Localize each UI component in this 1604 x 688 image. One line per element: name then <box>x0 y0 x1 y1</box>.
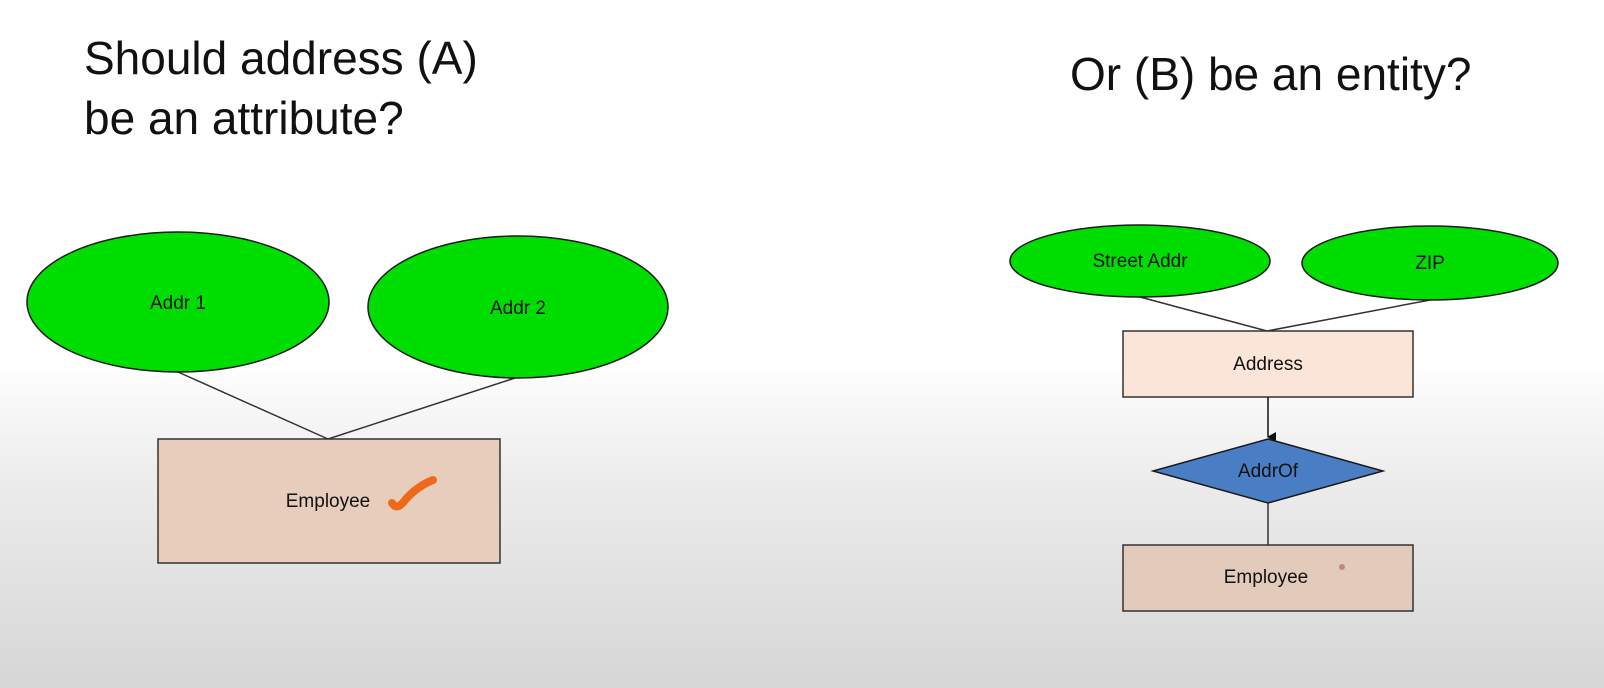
attribute-label: ZIP <box>1415 253 1445 274</box>
entity-rectangle <box>1122 544 1414 612</box>
relationship-addrof: AddrOf <box>1150 438 1386 504</box>
attribute-label: Street Addr <box>1092 251 1188 272</box>
diagram-b: Street Addr ZIP Address AddrOf Employee <box>1009 224 1559 612</box>
attribute-label: Addr 1 <box>150 293 206 314</box>
connector-zip-address <box>1266 299 1431 332</box>
attribute-ellipse <box>26 231 330 373</box>
entity-employee-b: Employee <box>1122 544 1414 612</box>
attribute-zip: ZIP <box>1301 225 1559 301</box>
checkmark-icon <box>388 476 437 511</box>
attribute-ellipse <box>1009 224 1271 298</box>
question-entity-heading: Or (B) be an entity? <box>1070 48 1472 100</box>
diagram-a: Addr 1 Addr 2 Employee <box>26 231 669 564</box>
connector-addr2-employee <box>327 377 516 440</box>
entity-address: Address <box>1122 330 1414 398</box>
attribute-label: Addr 2 <box>490 298 546 319</box>
entity-label: Address <box>1233 354 1303 375</box>
question-attribute-heading: Should address (A) be an attribute? <box>84 28 478 148</box>
attribute-street-addr: Street Addr <box>1009 224 1271 298</box>
entity-employee-a: Employee <box>157 438 501 564</box>
heading-a-line-2: be an attribute? <box>84 92 404 144</box>
entity-label: Employee <box>286 491 371 512</box>
attribute-addr-2: Addr 2 <box>367 235 669 379</box>
heading-a-line-1: Should address (A) <box>84 32 478 84</box>
attribute-ellipse <box>367 235 669 379</box>
entity-label: Employee <box>1224 567 1309 588</box>
relationship-label: AddrOf <box>1238 461 1299 482</box>
attribute-addr-1: Addr 1 <box>26 231 330 373</box>
entity-rectangle <box>157 438 501 564</box>
connector-street-address <box>1139 296 1268 332</box>
dot-mark <box>1339 564 1345 570</box>
connector-addr1-employee <box>177 371 329 440</box>
attribute-ellipse <box>1301 225 1559 301</box>
